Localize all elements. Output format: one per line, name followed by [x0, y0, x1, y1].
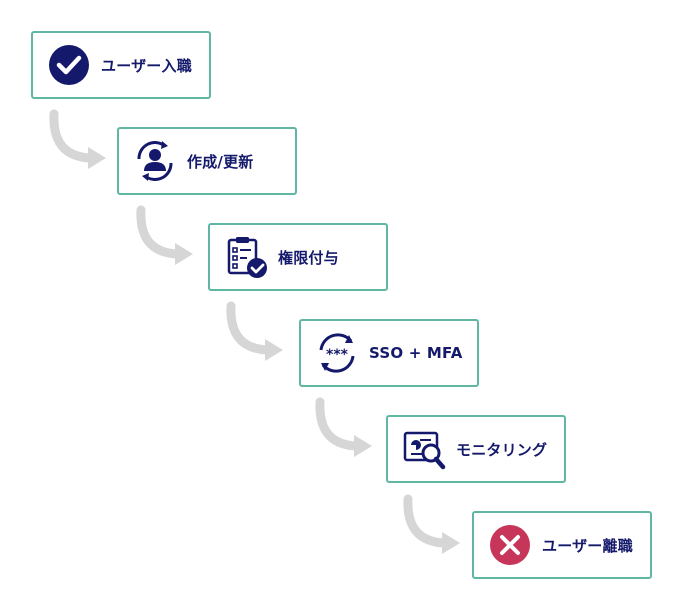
- step-monitoring: モニタリング: [386, 415, 566, 483]
- step-user-onboarding: ユーザー入職: [31, 31, 211, 99]
- flow-arrow: [44, 109, 114, 172]
- svg-text:***: ***: [326, 347, 349, 363]
- clipboard-check-icon: [222, 233, 270, 281]
- step-sso-mfa: *** SSO + MFA: [299, 319, 479, 387]
- document-search-icon: [400, 425, 448, 473]
- user-refresh-icon: [131, 137, 179, 185]
- close-circle-icon: [486, 521, 534, 569]
- flow-arrow: [131, 205, 201, 268]
- flow-arrow: [398, 494, 468, 557]
- flow-arrow: [310, 397, 380, 460]
- step-create-update: 作成/更新: [117, 127, 297, 195]
- step-label: 作成/更新: [187, 152, 254, 171]
- step-label: SSO + MFA: [369, 344, 463, 362]
- step-label: モニタリング: [456, 440, 548, 459]
- step-label: ユーザー入職: [101, 56, 192, 75]
- flow-arrow: [221, 301, 291, 364]
- step-label: 権限付与: [278, 248, 339, 267]
- step-user-offboarding: ユーザー離職: [472, 511, 652, 579]
- step-label: ユーザー離職: [542, 536, 633, 555]
- password-refresh-icon: ***: [313, 329, 361, 377]
- check-circle-icon: [45, 41, 93, 89]
- step-grant-permissions: 権限付与: [208, 223, 388, 291]
